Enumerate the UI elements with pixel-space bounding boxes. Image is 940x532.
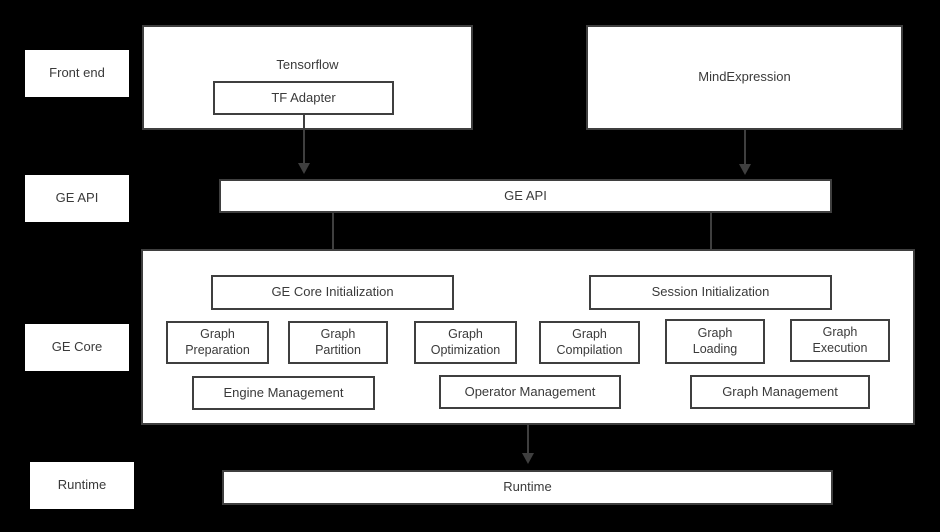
- layer-label-runtime: Runtime: [30, 462, 134, 509]
- mindexpression-container[interactable]: MindExpression: [586, 25, 903, 130]
- module-label-graph-partition: Graph Partition: [315, 326, 361, 357]
- tensorflow-title: Tensorflow: [276, 57, 339, 72]
- session-initialization-box[interactable]: Session Initialization: [589, 275, 832, 310]
- module-label-graph-execution: Graph Execution: [812, 324, 868, 355]
- ge-core-initialization-label: GE Core Initialization: [271, 284, 394, 300]
- management-box-graph[interactable]: Graph Management: [690, 375, 870, 409]
- management-label-operator: Operator Management: [464, 383, 596, 399]
- layer-label-ge-core-text: GE Core: [51, 339, 103, 355]
- layer-label-front-end-text: Front end: [49, 65, 105, 81]
- session-initialization-label: Session Initialization: [651, 284, 770, 300]
- module-box-graph-partition[interactable]: Graph Partition: [288, 321, 388, 364]
- layer-label-front-end: Front end: [25, 50, 129, 97]
- connector-geapi-sessioninit: [710, 213, 712, 261]
- module-label-graph-loading: Graph Loading: [692, 325, 738, 356]
- management-box-operator[interactable]: Operator Management: [439, 375, 621, 409]
- layer-label-ge-api: GE API: [25, 175, 129, 222]
- runtime-bar-label: Runtime: [503, 479, 552, 495]
- connector-mindexpression-geapi: [744, 130, 746, 166]
- arrowhead-tfadapter-geapi: [298, 163, 310, 174]
- module-box-graph-execution[interactable]: Graph Execution: [790, 319, 890, 362]
- ge-core-initialization-box[interactable]: GE Core Initialization: [211, 275, 454, 310]
- connector-gecore-runtime: [527, 425, 529, 455]
- runtime-bar[interactable]: Runtime: [222, 470, 833, 505]
- layer-label-ge-api-text: GE API: [55, 190, 99, 206]
- ge-api-bar-label: GE API: [504, 187, 547, 203]
- module-label-graph-optimization: Graph Optimization: [430, 326, 501, 357]
- module-label-graph-preparation: Graph Preparation: [185, 326, 250, 357]
- module-box-graph-compilation[interactable]: Graph Compilation: [539, 321, 640, 364]
- connector-geapi-gecoreinit: [332, 213, 334, 261]
- connector-tfadapter-geapi: [303, 115, 305, 165]
- management-label-engine: Engine Management: [223, 384, 344, 400]
- arrowhead-mindexpression-geapi: [739, 164, 751, 175]
- management-box-engine[interactable]: Engine Management: [192, 376, 375, 410]
- tf-adapter-box[interactable]: TF Adapter: [213, 81, 394, 115]
- arrowhead-gecore-runtime: [522, 453, 534, 464]
- management-label-graph: Graph Management: [722, 383, 838, 399]
- ge-api-bar[interactable]: GE API: [219, 179, 832, 213]
- layer-label-runtime-text: Runtime: [57, 477, 107, 493]
- layer-label-ge-core: GE Core: [25, 324, 129, 371]
- module-box-graph-loading[interactable]: Graph Loading: [665, 319, 765, 364]
- tf-adapter-label: TF Adapter: [271, 89, 336, 105]
- mindexpression-title: MindExpression: [698, 69, 791, 85]
- module-label-graph-compilation: Graph Compilation: [556, 326, 623, 357]
- module-box-graph-optimization[interactable]: Graph Optimization: [414, 321, 517, 364]
- module-box-graph-preparation[interactable]: Graph Preparation: [166, 321, 269, 364]
